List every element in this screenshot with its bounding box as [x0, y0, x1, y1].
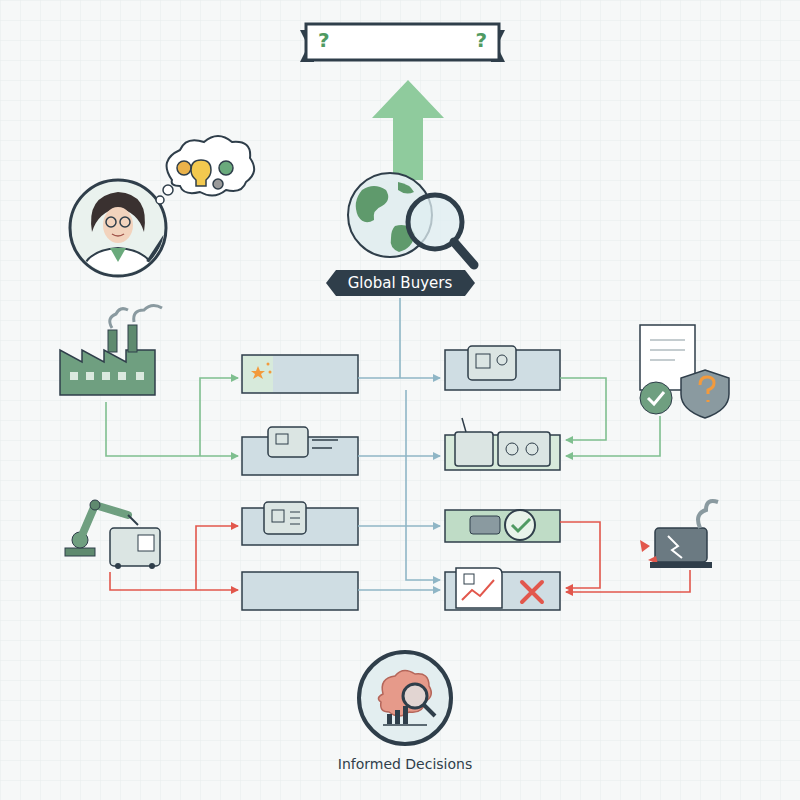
circle-shape: [357, 650, 453, 746]
insight-circle: Informed Decisions: [336, 650, 475, 772]
scientist-icon: [70, 180, 166, 280]
certificate-icon: [640, 325, 729, 418]
node-text: Informed Decisions: [336, 756, 475, 772]
approved-box: [445, 510, 560, 542]
robot-arm-icon: [65, 500, 160, 569]
broken-machine-icon: [640, 501, 718, 568]
node-text: ?: [318, 28, 330, 52]
supplier-box: [242, 572, 358, 610]
title-banner: ??: [300, 22, 505, 66]
flow-lines: [106, 298, 690, 592]
rejected-box: [445, 568, 560, 610]
supplier-box: [242, 427, 358, 475]
factory-icon: [60, 305, 162, 395]
supplier-box: [242, 355, 358, 393]
node-text: Global Buyers: [326, 270, 475, 296]
thought-bubble: [156, 136, 254, 204]
product-box: [445, 418, 560, 470]
brain-icon: [357, 650, 453, 746]
product-box: [445, 346, 560, 390]
supplier-box: [242, 502, 358, 545]
label-tag: Global Buyers: [326, 270, 475, 296]
up-arrow: [372, 80, 444, 180]
node-text: ?: [475, 28, 487, 52]
globe-icon: [348, 173, 474, 265]
banner-shape: [300, 22, 505, 66]
